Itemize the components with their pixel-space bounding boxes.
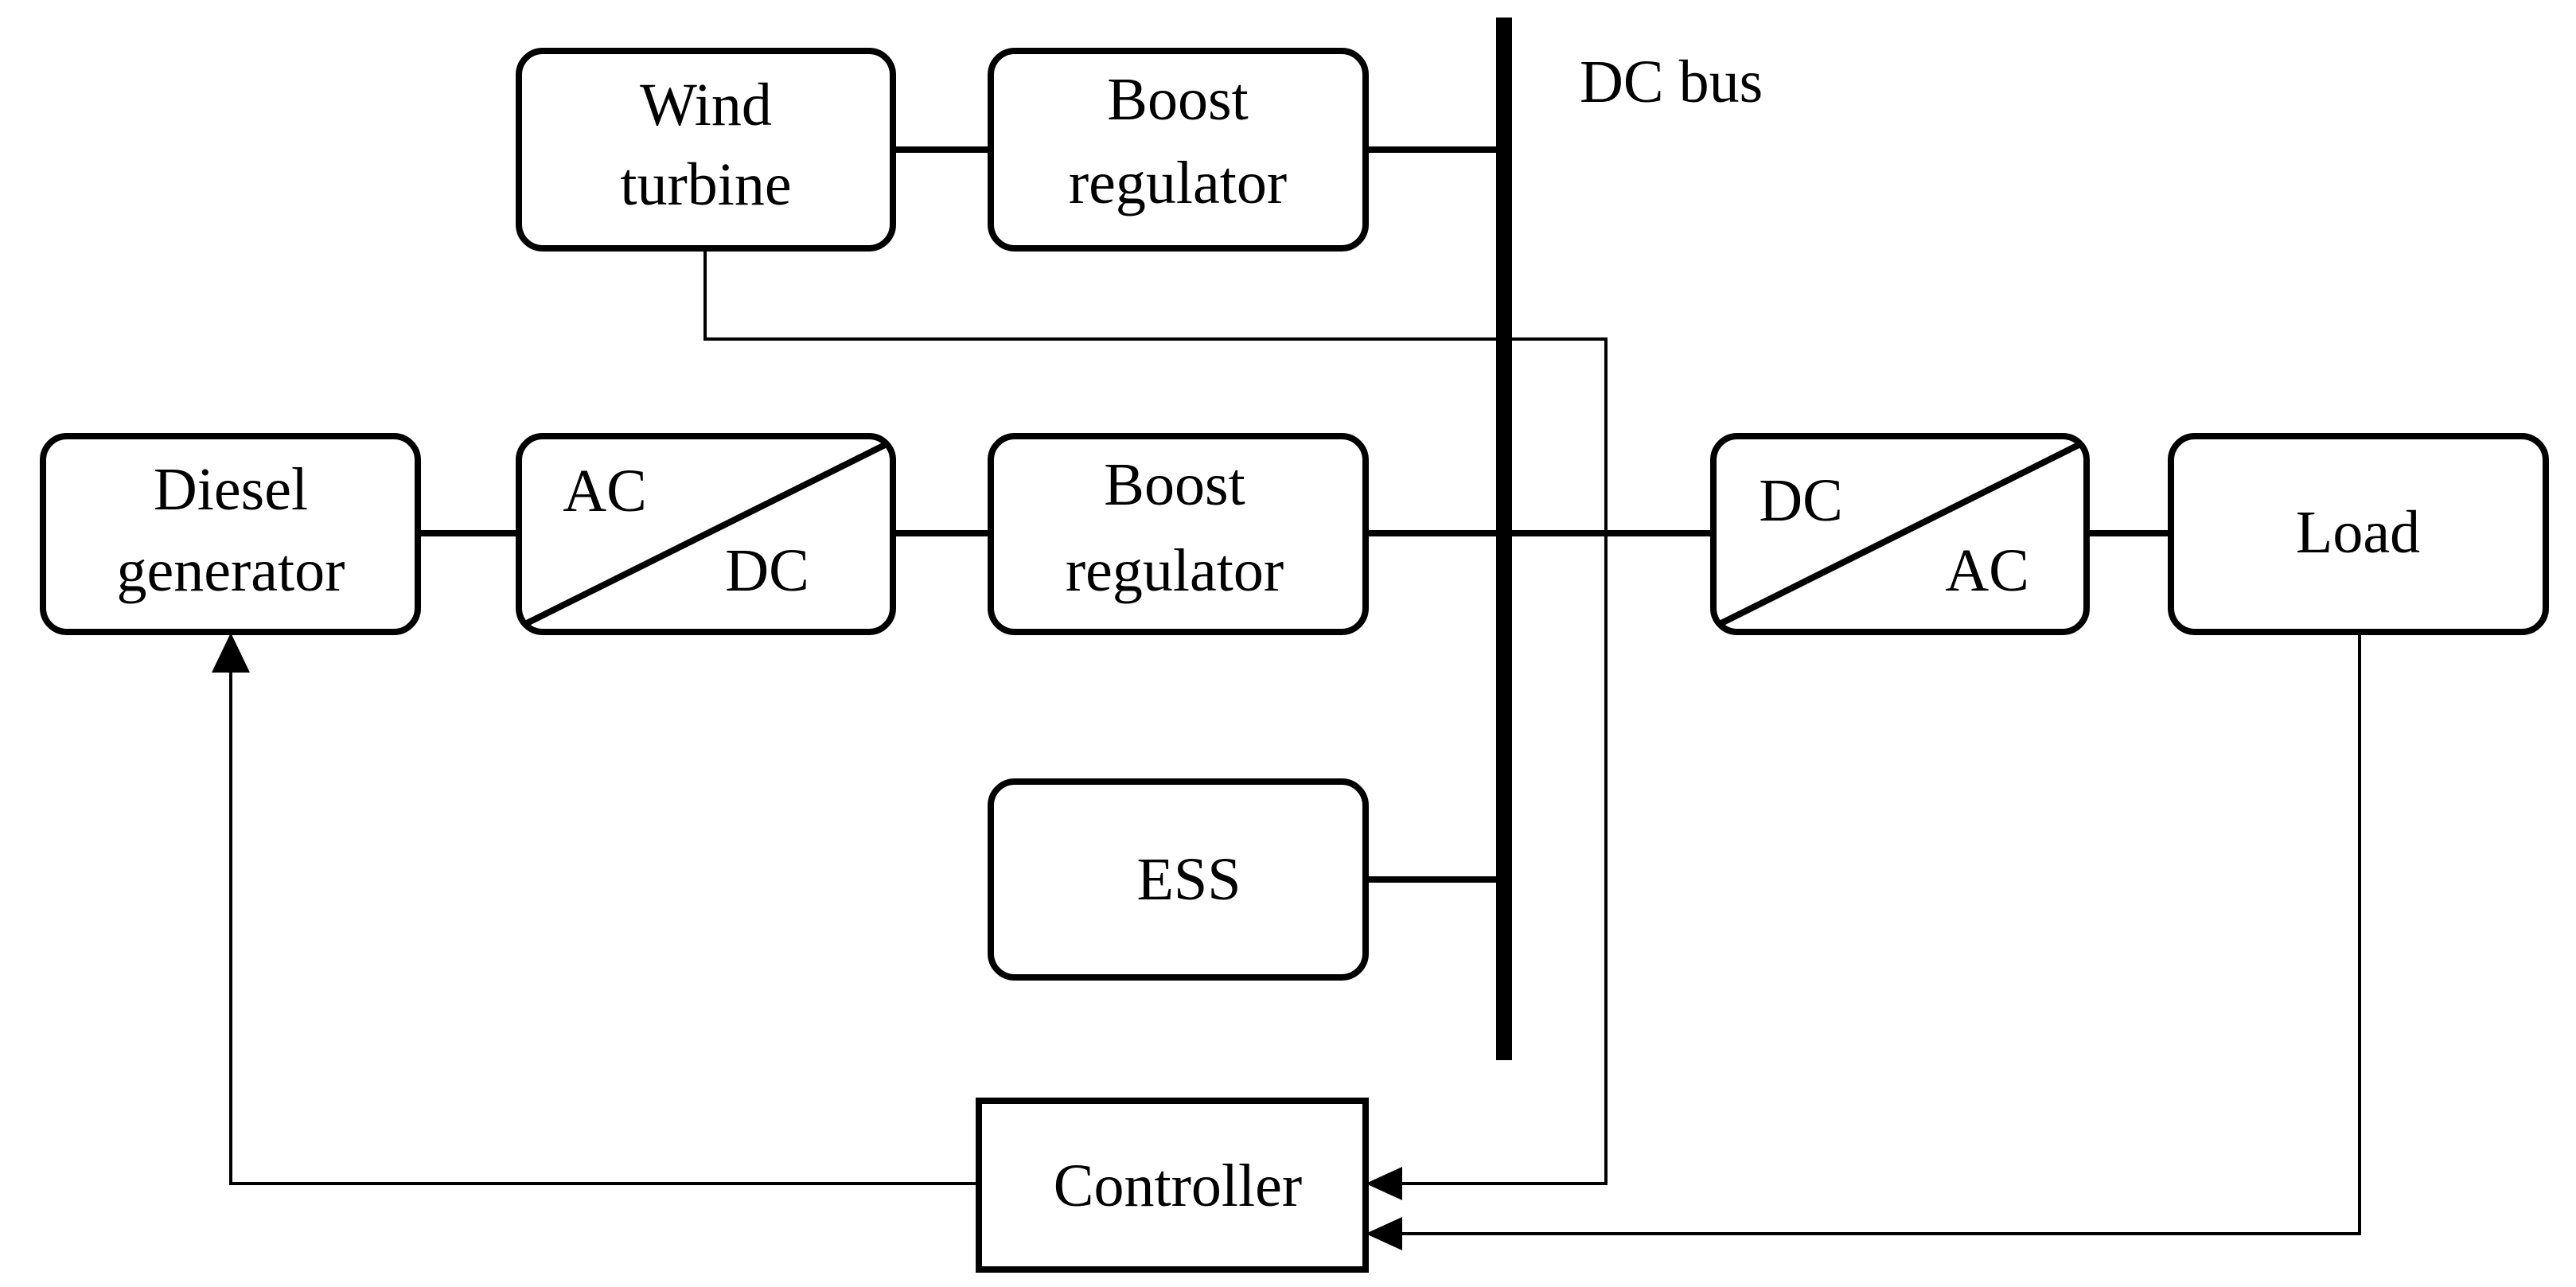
boost-top-label-line2: regulator [1069,150,1287,216]
boost-regulator-mid-block: Boost regulator [988,433,1369,635]
boost-mid-label-line1: Boost [1104,451,1245,518]
ess-label: ESS [1137,846,1241,913]
dc-ac-label-bottom: AC [1945,537,2029,604]
arrowhead-load-signal [1366,1217,1402,1250]
dc-ac-label-top: DC [1759,467,1843,534]
wind-turbine-block: Wind turbine [516,48,896,252]
diesel-label-line2: generator [117,537,345,604]
dc-ac-inverter-block: DC AC [1710,433,2090,635]
dc-bus-label: DC bus [1580,49,1763,115]
ac-dc-divider [524,441,888,627]
ac-dc-label-top: AC [563,458,647,525]
signal-wind-to-controller [703,248,1608,1185]
load-block: Load [2168,433,2549,635]
dc-ac-divider [1718,441,2082,627]
signal-controller-to-diesel [229,667,979,1185]
boost-top-label-line1: Boost [1107,66,1248,133]
load-label: Load [2296,499,2420,566]
wind-turbine-label-line1: Wind [640,72,772,138]
signal-load-to-controller [1402,633,2361,1235]
boost-regulator-top-block: Boost regulator [988,48,1369,252]
diesel-label-line1: Diesel [154,456,308,523]
ac-dc-label-bottom: DC [725,537,809,604]
ess-block: ESS [988,778,1369,981]
arrowhead-wind-signal [1366,1167,1402,1200]
arrowhead-diesel-signal [212,633,250,673]
controller-label: Controller [1054,1152,1302,1219]
controller-block: Controller [976,1098,1369,1273]
ac-dc-converter-block: AC DC [516,433,896,635]
diesel-generator-block: Diesel generator [40,433,421,635]
boost-mid-label-line2: regulator [1066,537,1284,604]
wind-turbine-label-line2: turbine [620,151,791,218]
